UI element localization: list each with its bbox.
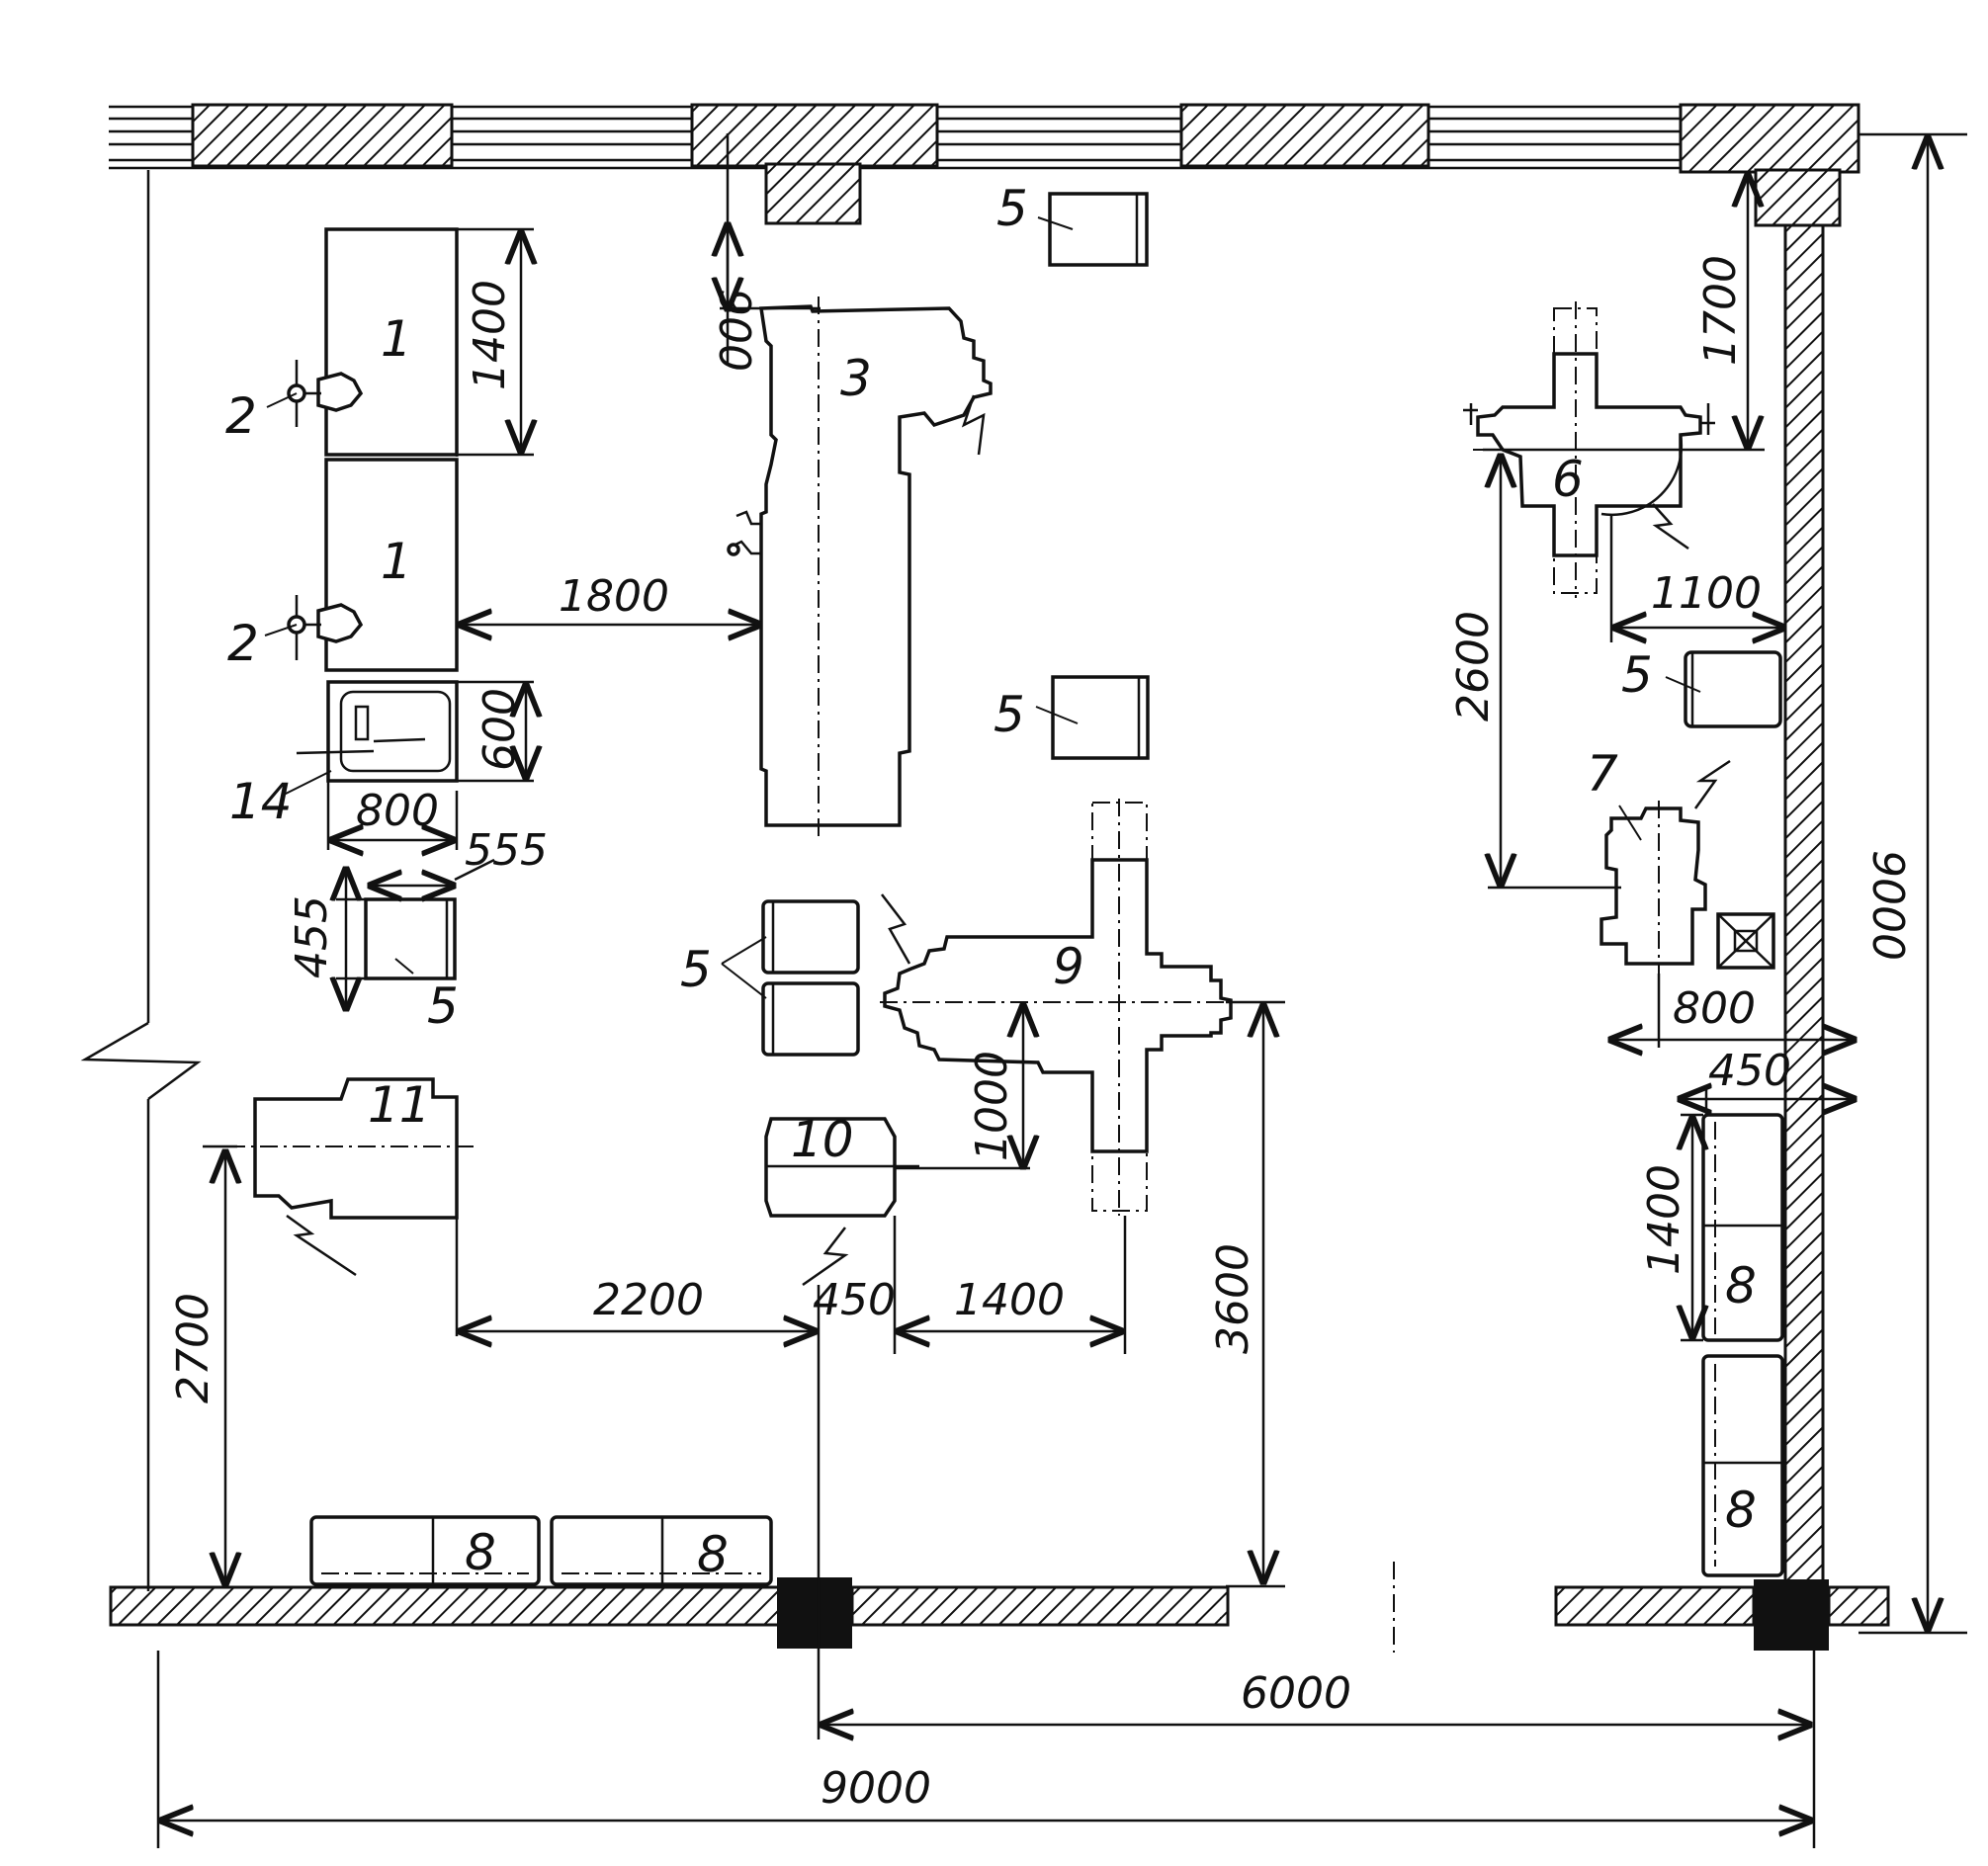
label-sink-14: 14	[229, 773, 293, 830]
dimension-lines	[156, 132, 1967, 1848]
lathe-3	[727, 297, 993, 840]
label-cabinet-right: 5	[1621, 646, 1653, 704]
dimension-labels: 900 1400 1800 600 800 555 455 1700 2600 …	[168, 255, 1913, 1814]
dim-1000: 1000	[967, 1051, 1017, 1161]
label-cabinet-middle: 5	[994, 686, 1025, 743]
dim-455: 455	[287, 895, 337, 978]
dim-800-sink: 800	[356, 786, 439, 836]
label-machine-6: 6	[1552, 451, 1584, 508]
dim-450-mid: 450	[813, 1275, 896, 1325]
rack-8-bottom-left	[309, 1515, 541, 1586]
dim-555: 555	[465, 825, 548, 876]
dim-2700: 2700	[168, 1293, 218, 1403]
cabinet-5-top	[1048, 192, 1149, 267]
label-machine-7: 7	[1587, 745, 1618, 803]
label-rack-bottom-left: 8	[465, 1524, 496, 1581]
machine-7	[1599, 759, 1731, 974]
left-wall	[80, 170, 202, 1591]
column-left	[777, 1577, 852, 1649]
cabinet-5-middle	[1051, 675, 1150, 760]
label-cabinet-pair: 5	[680, 941, 712, 998]
label-vise-lower: 2	[227, 615, 259, 672]
dim-900: 900	[709, 289, 759, 372]
dim-1400-bench: 1400	[465, 280, 515, 390]
dim-1400-right: 1400	[1639, 1164, 1689, 1275]
dim-800-right: 800	[1673, 983, 1756, 1034]
machine-10	[764, 1117, 919, 1287]
dim-6000: 6000	[1241, 1668, 1351, 1719]
cabinet-5-pair	[761, 899, 860, 1057]
dim-2600: 2600	[1448, 611, 1499, 721]
bottom-wall	[109, 1577, 1890, 1651]
rack-8-right-lower	[1701, 1354, 1784, 1577]
right-wall	[1783, 223, 1825, 1607]
label-lathe: 3	[840, 350, 872, 407]
dim-2200: 2200	[593, 1275, 704, 1325]
dim-9000-bottom: 9000	[821, 1763, 931, 1814]
electrical-box	[1716, 912, 1775, 970]
label-bench-upper: 1	[381, 310, 412, 368]
dim-1800: 1800	[559, 571, 669, 622]
dim-1100: 1100	[1651, 568, 1762, 619]
dim-3600: 3600	[1208, 1243, 1258, 1354]
dim-9000-right: 9000	[1862, 850, 1913, 961]
label-rack-right-upper: 8	[1725, 1257, 1757, 1315]
rack-8-bottom-right	[550, 1515, 773, 1586]
cabinet-5-left	[364, 897, 457, 980]
leader-lines	[264, 216, 1701, 999]
column-right	[1754, 1579, 1829, 1651]
top-wall	[109, 103, 1860, 227]
machine-11	[227, 1077, 475, 1277]
cabinet-5-right	[1684, 650, 1782, 728]
dim-1700: 1700	[1695, 255, 1746, 366]
label-machine-10: 10	[791, 1111, 854, 1168]
label-machine-11: 11	[368, 1076, 431, 1134]
label-bench-lower: 1	[381, 533, 412, 590]
label-cabinet-left: 5	[427, 977, 459, 1035]
dim-450-right: 450	[1708, 1046, 1791, 1096]
label-rack-right-lower: 8	[1725, 1482, 1757, 1539]
dim-600: 600	[475, 688, 525, 771]
workbench-1-upper	[324, 227, 459, 457]
dim-1400-mid: 1400	[954, 1275, 1065, 1325]
label-milling-9: 9	[1053, 938, 1084, 995]
label-cabinet-top: 5	[996, 180, 1028, 237]
milling-machine-9	[880, 799, 1233, 1216]
sink-14	[296, 680, 459, 783]
label-rack-bottom-right: 8	[697, 1526, 729, 1583]
equipment-labels: 1 1 2 2 3 5 5 5 5 5 6 7 8 8 8 8 9 10 11 …	[225, 180, 1757, 1583]
label-vise-upper: 2	[225, 387, 257, 445]
